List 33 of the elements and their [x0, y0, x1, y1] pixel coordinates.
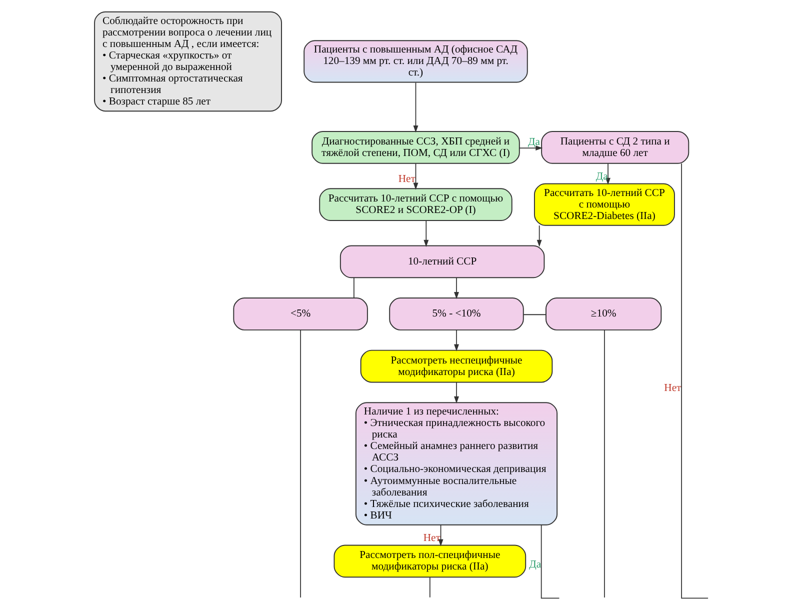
arrow: [438, 524, 443, 546]
node-box: Соблюдайте осторожность при рассмотрении вопроса о лечении лиц с повышенным АД , если имеется: • Старческая «хрупкость» от умеренной до выраженной • Симптомная ортостатическая гипотензия • Возраст старше 85 лет: [94, 11, 282, 112]
connector: [680, 163, 708, 599]
node-box: Наличие 1 из перечисленных: • Этническая принадлежность высокого риска • Семейный анамнез раннего развития АССЗ • Социально-экономическая депривация • Аутоиммунные воспалительные заболевания • Тяжёлые психические заболевания • ВИЧ: [354, 402, 558, 526]
arrow: [423, 220, 428, 247]
edge-label: Нет: [422, 532, 440, 544]
node-box: Рассмотреть неспецифичные модификаторы риска (IIa): [360, 350, 552, 383]
connector: [353, 277, 354, 298]
edge-label: Да: [595, 171, 608, 182]
arrow: [454, 277, 458, 300]
edge-label: Нет: [398, 174, 415, 185]
arrow: [454, 330, 458, 352]
node-box: Рассмотреть пол-специфичные модификаторы риска (IIa): [333, 544, 526, 578]
node-box: <5%: [232, 298, 368, 330]
arrow: [518, 146, 542, 151]
arrow: [536, 225, 542, 247]
edge-label: Нет: [664, 383, 681, 394]
connector: [522, 314, 546, 316]
arrow: [412, 82, 418, 133]
node-box: Рассчитать 10-летний ССР с помощью SCORE2-Diabetes (IIa): [533, 183, 674, 226]
node-box: ≥10%: [545, 298, 662, 330]
node-box: Диагностированные ССЗ, ХБП средней и тяжёлой степени, ПОМ, СД или СГХС (I): [311, 130, 520, 164]
arrow: [454, 382, 458, 404]
edge-label: Да: [528, 137, 540, 148]
connector: [428, 576, 430, 598]
node-box: Рассчитать 10-летний ССР с помощью SCORE2 и SCORE2-OP (I): [318, 188, 512, 221]
connector: [540, 524, 560, 599]
node-box: 10-летний ССР: [339, 245, 544, 278]
edge-label: Да: [528, 560, 541, 571]
arrow: [412, 163, 418, 190]
node-box: Пациенты с СД 2 типа и младше 60 лет: [540, 130, 689, 164]
node-box: Пациенты с повышенным АД (офисное САД 120–139 мм рт. ст. или ДАД 70–89 мм рт. ст.): [303, 40, 528, 83]
node-box: 5% - <10%: [388, 298, 524, 330]
